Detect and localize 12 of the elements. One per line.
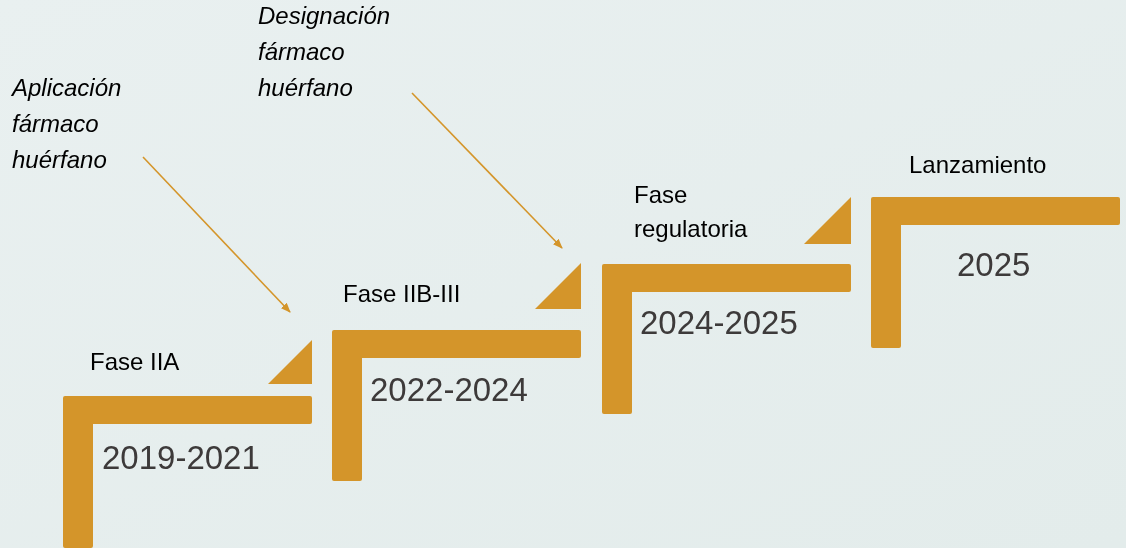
annotation-text: Designación fármaco huérfano xyxy=(258,0,418,106)
arrow xyxy=(142,156,291,313)
phase-label: Fase IIA xyxy=(90,347,180,377)
arrow xyxy=(411,92,563,249)
date-label: 2025 xyxy=(957,245,1031,285)
date-label: 2022-2024 xyxy=(370,370,528,410)
date-label: 2024-2025 xyxy=(640,303,798,343)
date-label: 2019-2021 xyxy=(102,438,260,478)
phase-label: Lanzamiento xyxy=(909,150,1047,180)
annotation-text: Aplicación fármaco huérfano xyxy=(12,70,182,178)
phase-label: Fase IIB-III xyxy=(343,279,461,309)
phase-label: Fase regulatoria xyxy=(634,180,749,244)
